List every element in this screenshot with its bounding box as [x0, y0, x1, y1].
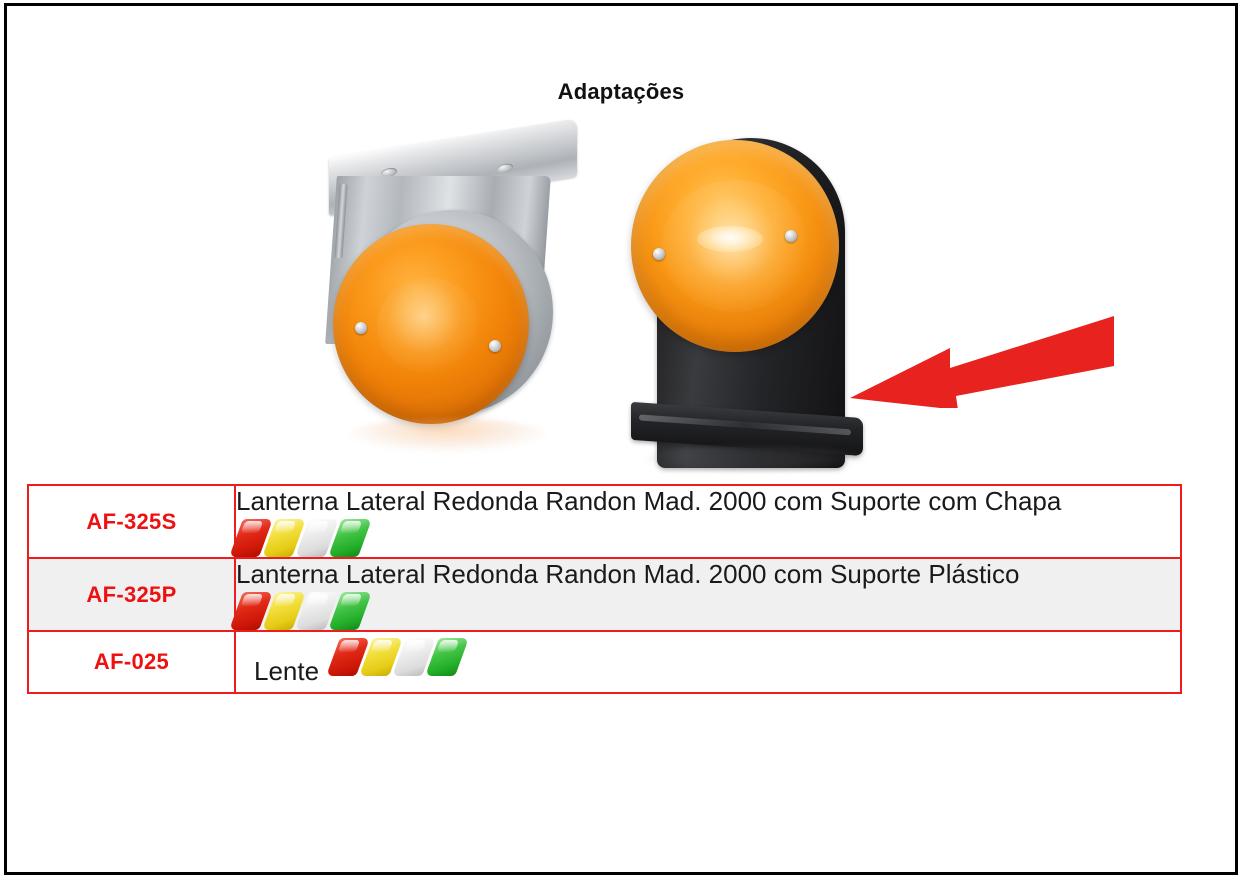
product-reflection — [347, 418, 547, 452]
product-description-cell: Lanterna Lateral Redonda Randon Mad. 200… — [229, 557, 1182, 633]
product-image-lanterna-suporte-plastico — [617, 124, 887, 474]
lens-screw-left — [355, 322, 367, 334]
color-swatch-group — [326, 638, 469, 677]
arrow-left-icon — [850, 310, 1116, 408]
page-title: Adaptações — [557, 79, 685, 104]
product-reflection — [645, 446, 865, 472]
product-description: Lanterna Lateral Redonda Randon Mad. 200… — [236, 486, 1062, 516]
adaptations-table: AF-325S Lanterna Lateral Redonda Randon … — [27, 483, 1182, 695]
product-description-cell: Lente — [234, 630, 1182, 695]
table-row: AF-025 Lente — [27, 630, 1182, 695]
table-row: AF-325P Lanterna Lateral Redonda Randon … — [27, 557, 1182, 633]
amber-lens — [631, 140, 839, 352]
product-image-lanterna-suporte-chapa — [317, 118, 577, 472]
product-description: Lente — [254, 656, 320, 687]
product-description: Lanterna Lateral Redonda Randon Mad. 200… — [236, 559, 1020, 590]
product-description-cell: Lanterna Lateral Redonda Randon Mad. 200… — [229, 483, 1182, 560]
table-row: AF-325S Lanterna Lateral Redonda Randon … — [27, 483, 1182, 560]
lens-screw-right — [785, 230, 797, 242]
description-with-swatches: Lente — [236, 632, 1180, 692]
product-code: AF-325S — [27, 483, 236, 560]
lens-screw-left — [653, 248, 665, 260]
color-swatch-group — [229, 592, 1180, 631]
product-code: AF-325P — [27, 557, 236, 633]
product-photo-group — [7, 114, 1235, 474]
product-code: AF-025 — [27, 630, 236, 695]
document-page: Adaptações — [4, 3, 1238, 875]
lens-screw-right — [489, 340, 501, 352]
color-swatch-group — [229, 519, 1180, 558]
